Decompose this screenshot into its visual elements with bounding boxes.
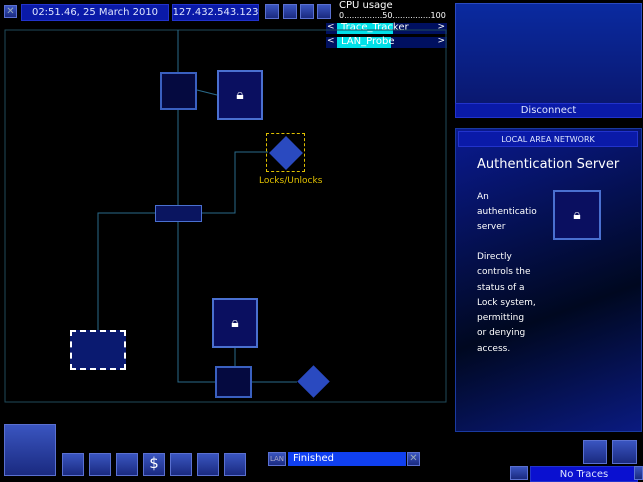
lock-icon: 🔒︎ bbox=[231, 315, 239, 331]
network-icon[interactable] bbox=[224, 453, 246, 476]
cpu-scale: 0...............50...............100 bbox=[339, 11, 446, 20]
mail-icon[interactable] bbox=[612, 440, 637, 464]
authentication-server-node[interactable]: 🔒︎ bbox=[212, 298, 258, 348]
desc-line: controls the bbox=[477, 267, 531, 278]
play-button[interactable] bbox=[283, 4, 297, 19]
task-status: Finished bbox=[288, 452, 406, 466]
desc-line: or denying bbox=[477, 328, 526, 339]
email-icon[interactable] bbox=[170, 453, 192, 476]
program-trace-tracker[interactable]: < Trace_Tracker > bbox=[326, 22, 447, 34]
description-body: Directly controls the status of a Lock s… bbox=[477, 250, 536, 357]
desc-line: server bbox=[477, 222, 506, 232]
cpu-title: CPU usage bbox=[339, 0, 393, 11]
next-icon[interactable]: > bbox=[437, 22, 445, 32]
next-icon[interactable]: > bbox=[437, 36, 445, 46]
locked-computer-node[interactable]: 🔒︎ bbox=[217, 70, 263, 120]
disconnect-button[interactable]: Disconnect bbox=[455, 103, 642, 118]
fastest-button[interactable] bbox=[317, 4, 331, 19]
main-menu-satellite-icon[interactable] bbox=[4, 424, 56, 476]
fast-button[interactable] bbox=[300, 4, 314, 19]
desc-line: access. bbox=[477, 343, 511, 354]
desc-line: Directly bbox=[477, 252, 512, 262]
prev-icon[interactable]: < bbox=[327, 22, 335, 32]
lock-label: Locks/Unlocks bbox=[259, 176, 323, 186]
close-button[interactable]: ✕ bbox=[4, 5, 17, 18]
server-icon: 🔒︎ bbox=[553, 190, 601, 240]
lock-node-selected[interactable] bbox=[266, 133, 305, 172]
date-display: 02:51.46, 25 March 2010 bbox=[21, 4, 169, 21]
desc-line: An bbox=[477, 192, 489, 202]
pause-button[interactable] bbox=[265, 4, 279, 19]
desc-line: status of a bbox=[477, 282, 525, 293]
lock-icon: 🔒︎ bbox=[236, 87, 244, 103]
computer-node[interactable] bbox=[160, 72, 197, 110]
info-panel bbox=[455, 128, 642, 432]
desc-line: Lock system, bbox=[477, 297, 536, 308]
task-close-button[interactable]: ✕ bbox=[407, 452, 420, 466]
notes-icon[interactable] bbox=[583, 440, 607, 464]
switch-node[interactable] bbox=[155, 205, 202, 222]
prev-icon[interactable]: < bbox=[327, 36, 335, 46]
hardware-icon[interactable] bbox=[62, 453, 84, 476]
progress-fill bbox=[337, 23, 393, 34]
finance-icon[interactable]: $ bbox=[143, 453, 165, 476]
traces-close-button[interactable] bbox=[634, 466, 643, 480]
ip-display[interactable]: 127.432.543.123 bbox=[172, 4, 259, 21]
program-lan-probe[interactable]: < LAN_Probe > bbox=[326, 36, 447, 48]
gateway-icon[interactable] bbox=[197, 453, 219, 476]
computer-node[interactable] bbox=[215, 366, 252, 398]
network-map bbox=[4, 29, 447, 403]
traces-status: No Traces bbox=[530, 466, 638, 482]
lock-node[interactable] bbox=[297, 365, 330, 398]
desc-line: authenticatio bbox=[477, 207, 537, 217]
program-name: LAN_Probe bbox=[341, 36, 395, 47]
sound-icon[interactable] bbox=[510, 466, 528, 480]
world-map[interactable] bbox=[455, 3, 642, 104]
description-intro: An authenticatio server bbox=[477, 190, 537, 235]
people-icon[interactable] bbox=[116, 453, 138, 476]
software-icon[interactable] bbox=[89, 453, 111, 476]
lan-tag: LAN bbox=[268, 452, 286, 466]
progress-fill bbox=[337, 37, 392, 48]
panel-title: Authentication Server bbox=[477, 157, 620, 172]
terminal-node[interactable] bbox=[70, 330, 126, 370]
program-name: Trace_Tracker bbox=[341, 22, 409, 33]
desc-line: permitting bbox=[477, 313, 525, 324]
panel-header: LOCAL AREA NETWORK bbox=[458, 131, 638, 147]
